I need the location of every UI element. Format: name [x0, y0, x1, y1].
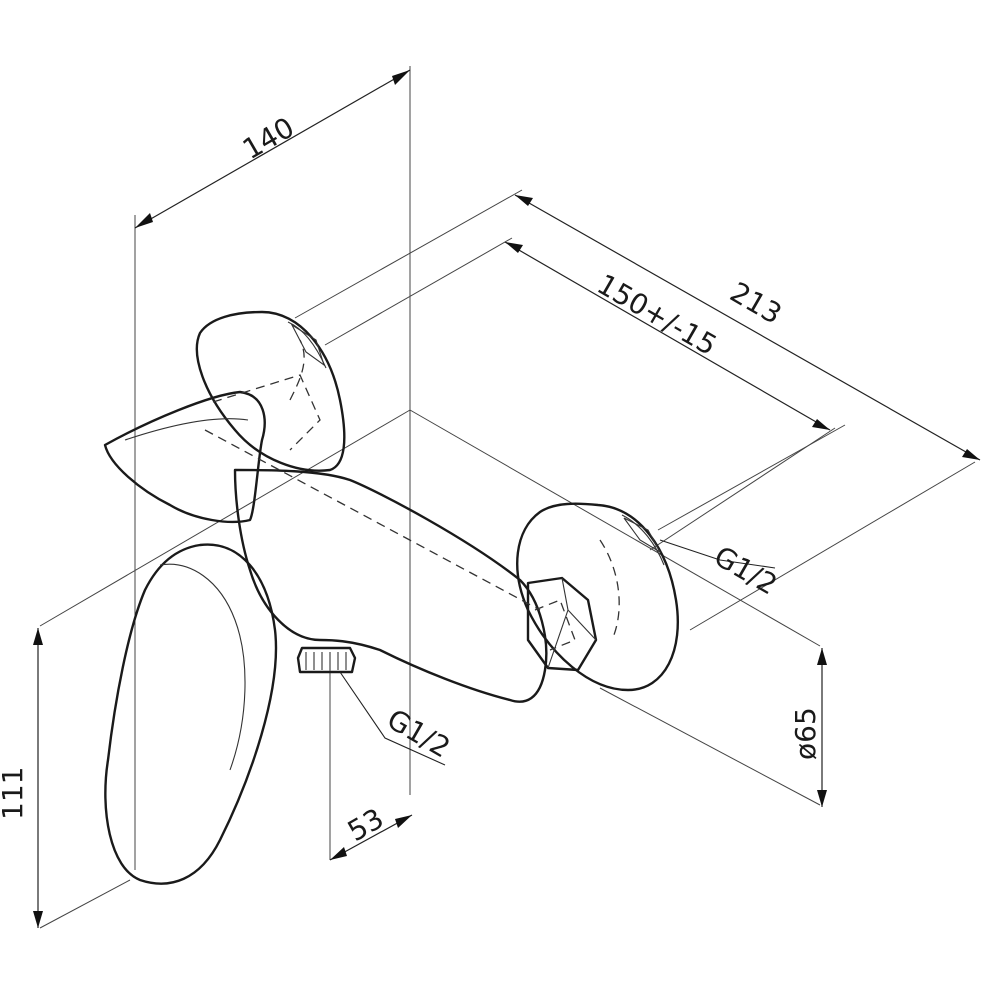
outlet-thread [296, 646, 357, 674]
dimension-213: 213 [725, 275, 788, 330]
dimension-140: 140 [237, 111, 300, 166]
left-wall-flange [195, 310, 346, 472]
right-wall-flange [516, 502, 679, 692]
thread-label-outlet: G1/2 [382, 702, 456, 764]
dimension-53: 53 [342, 802, 389, 848]
lever-top [103, 390, 266, 524]
main-body [233, 468, 548, 703]
thread-label-inlet: G1/2 [709, 539, 783, 601]
extension-lines [39, 66, 976, 929]
lever-handle [104, 543, 278, 885]
leaders [339, 424, 846, 766]
dimension-150: 150+/-15 [592, 267, 723, 362]
dimension-lines [33, 69, 981, 928]
dimension-111: 111 [0, 767, 29, 820]
mixer-body [103, 310, 679, 885]
union-nut [526, 576, 598, 672]
dimension-diameter-65: ø65 [789, 707, 822, 760]
